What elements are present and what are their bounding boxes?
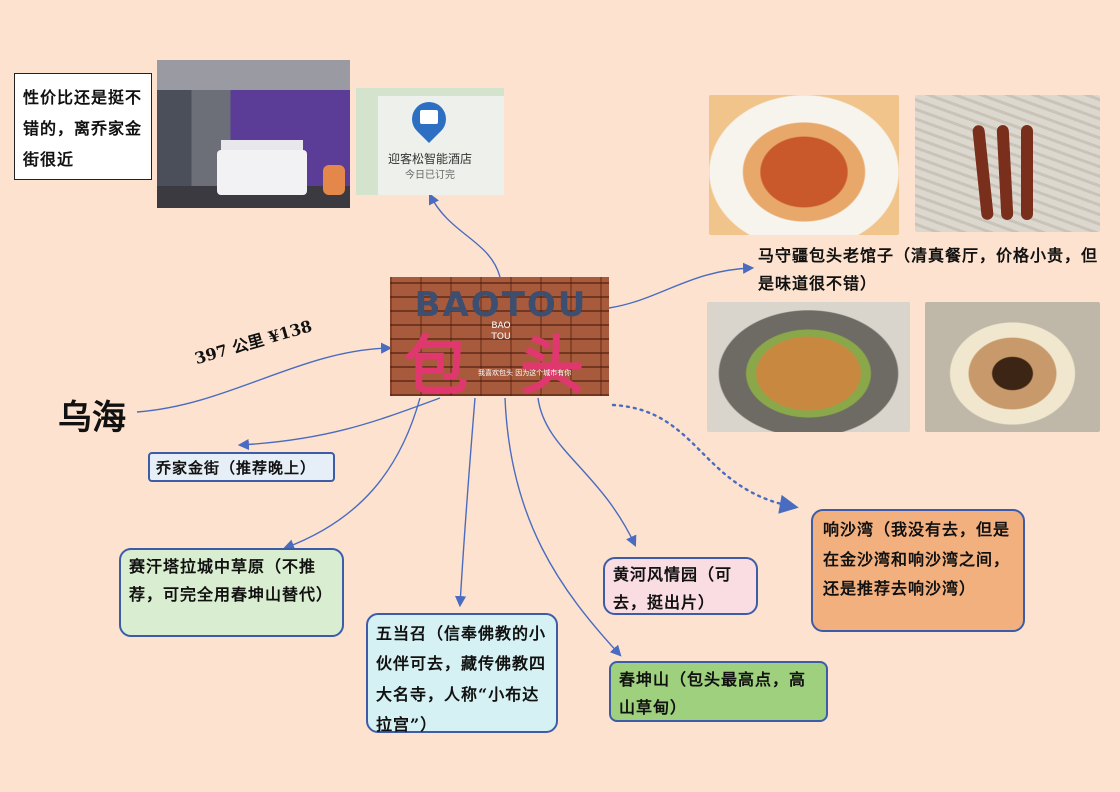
- map-road: [356, 88, 504, 96]
- map-hotel-name: 迎客松智能酒店: [387, 152, 472, 166]
- node-qiaojia: 乔家金街（推荐晚上）: [148, 452, 335, 482]
- skewer: [996, 124, 1014, 221]
- line-to-xiangshawan: [611, 403, 799, 514]
- node-saihan: 赛汗塔拉城中草原（不推荐，可完全用春坤山替代）: [119, 548, 344, 637]
- hotel-note: 性价比还是挺不错的，离乔家金街很近: [14, 73, 152, 180]
- line-to-qiaojia: [237, 397, 441, 451]
- hotel-map: 迎客松智能酒店 今日已订完: [356, 88, 504, 195]
- line-to-saihan: [282, 397, 421, 551]
- banner-tagline: 我喜欢包头 因为这个城市有你: [478, 369, 572, 377]
- food-photo-braised-beef: [709, 95, 899, 235]
- node-wudangzhao: 五当召（信奉佛教的小伙伴可去，藏传佛教四大名寺，人称“小布达拉宫”）: [366, 613, 558, 734]
- node-chunkunshan: 春坤山（包头最高点，高山草甸）: [609, 661, 828, 722]
- banner-latin: BAOTOU: [414, 285, 588, 325]
- food-photo-sauce-bowl: [925, 302, 1100, 432]
- line-to-yellowriver: [537, 397, 637, 548]
- food-photo-stirfry: [707, 302, 910, 432]
- baotou-banner: BAOTOU 包 BAO TOU 头 我喜欢包头 因为这个城市有你: [390, 277, 609, 396]
- line-from-origin: [136, 342, 393, 413]
- banner-char-1: 包: [404, 330, 468, 396]
- node-yellowriver: 黄河风情园（可去，挺出片）: [603, 557, 758, 615]
- skewer: [972, 124, 994, 221]
- room-ceiling: [157, 60, 350, 90]
- restaurant-caption: 马守疆包头老馆子（清真餐厅，价格小贵，但是味道很不错）: [758, 246, 1099, 293]
- bed-icon: [420, 110, 438, 124]
- food-photo-skewers: [915, 95, 1100, 232]
- line-to-chunkunshan: [504, 397, 622, 657]
- line-to-wudangzhao: [454, 397, 476, 608]
- hotel-room-photo: [157, 60, 350, 208]
- room-chair: [323, 165, 345, 195]
- banner-mini: BAO TOU: [491, 321, 511, 342]
- map-hotel-status: 今日已订完: [405, 170, 455, 181]
- banner-char-2: 头: [520, 330, 584, 396]
- origin-city: 乌海: [58, 398, 126, 438]
- line-to-hotel: [428, 192, 501, 278]
- room-bed: [217, 150, 307, 195]
- node-xiangshawan: 响沙湾（我没有去，但是在金沙湾和响沙湾之间，还是推荐去响沙湾）: [811, 509, 1025, 632]
- skewer: [1021, 125, 1033, 220]
- map-road: [356, 88, 378, 195]
- line-to-restaurant: [608, 262, 755, 309]
